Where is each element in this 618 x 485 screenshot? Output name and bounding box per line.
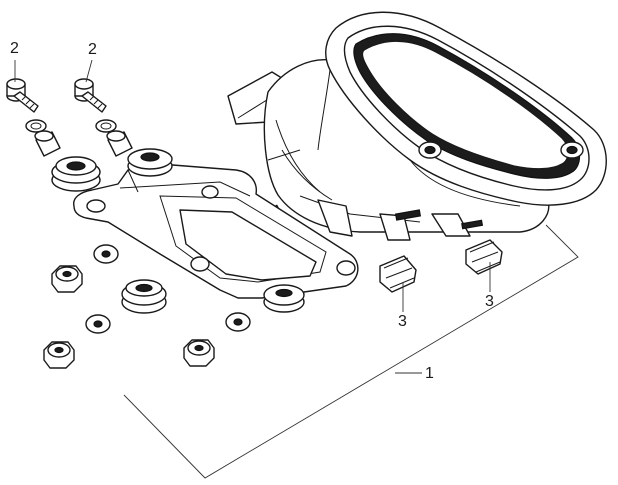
callout-2-left-bolt: 2 (10, 40, 19, 57)
clip-left (379, 255, 417, 293)
grommet-lower-right (263, 284, 305, 313)
spacer-right (106, 130, 133, 157)
callout-2-right-bolt: 2 (88, 41, 97, 58)
spacer-left (34, 130, 61, 157)
grommet-upper-mid (127, 148, 173, 177)
washer-stack-3 (225, 312, 251, 332)
callout-3-left-clip: 3 (398, 313, 407, 330)
nut-3 (183, 339, 215, 367)
bolt-right (74, 78, 107, 113)
assembly-bracket-lines (123, 224, 579, 479)
washer-left (25, 119, 47, 133)
nut-2 (43, 341, 75, 369)
leader-lines (14, 59, 491, 312)
washer-right (95, 119, 117, 133)
nut-1 (51, 265, 83, 293)
clip-right (465, 239, 503, 275)
callout-3-right-clip: 3 (485, 293, 494, 310)
grommet-upper-left (51, 156, 101, 192)
mounting-bracket (73, 163, 359, 299)
washer-stack-2 (85, 314, 111, 334)
bolt-left (6, 78, 39, 113)
callout-1-assembly: 1 (425, 365, 434, 382)
instrument-cluster (227, 11, 607, 241)
grommet-lower-center (121, 279, 167, 314)
washer-stack-1 (93, 244, 119, 264)
